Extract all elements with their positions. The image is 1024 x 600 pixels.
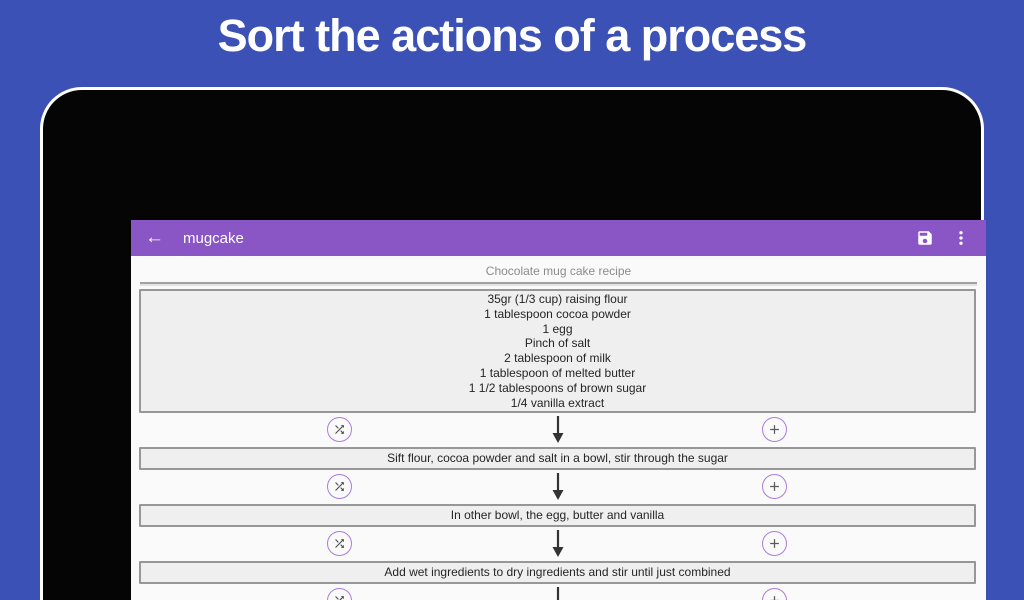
header-divider bbox=[140, 282, 977, 284]
save-button[interactable] bbox=[914, 227, 936, 249]
tablet-frame: ← mugcake Chocolate mug cake recipe bbox=[40, 87, 986, 600]
recipe-title: Chocolate mug cake recipe bbox=[485, 264, 632, 278]
step-line: Sift flour, cocoa powder and salt in a b… bbox=[387, 451, 728, 466]
floppy-disk-icon bbox=[918, 231, 932, 245]
overflow-menu-button[interactable] bbox=[950, 227, 972, 249]
arrow-down-icon bbox=[552, 473, 563, 501]
arrow-down-icon bbox=[551, 530, 565, 558]
toolbar-title: mugcake bbox=[183, 229, 244, 247]
step-line: 1 1/2 tablespoons of brown sugar bbox=[468, 380, 647, 395]
plus-icon bbox=[770, 482, 779, 492]
step-block[interactable]: In other bowl, the egg, butter and vanil… bbox=[139, 504, 976, 528]
step-line: 35gr (1/3 cup) raising flour bbox=[487, 292, 628, 306]
vertical-dots-icon bbox=[959, 231, 963, 245]
step-line: 1/4 vanilla extract bbox=[510, 395, 605, 410]
arrow-down-icon bbox=[552, 416, 563, 444]
connector-row bbox=[139, 413, 976, 447]
step-block[interactable]: Sift flour, cocoa powder and salt in a b… bbox=[139, 447, 976, 471]
add-step-button[interactable] bbox=[762, 474, 788, 500]
plus-icon bbox=[770, 539, 779, 549]
arrow-down-icon bbox=[556, 587, 559, 600]
add-step-button[interactable] bbox=[762, 531, 788, 557]
add-step-button[interactable] bbox=[762, 588, 788, 600]
step-line: 1 tablespoon of melted butter bbox=[479, 365, 636, 380]
connector-row bbox=[139, 584, 976, 600]
arrow-down-icon bbox=[552, 530, 563, 558]
step-line: 1 egg bbox=[542, 321, 573, 336]
swap-step-button[interactable] bbox=[326, 474, 352, 500]
arrow-down-icon bbox=[551, 416, 565, 444]
arrow-down-icon bbox=[551, 473, 565, 501]
shuffle-icon bbox=[335, 596, 344, 600]
arrow-down-icon bbox=[551, 587, 565, 600]
connector-row bbox=[139, 470, 976, 504]
step-line: In other bowl, the egg, butter and vanil… bbox=[450, 508, 665, 523]
flow-content: Chocolate mug cake recipe 35gr (1/3 cup)… bbox=[131, 256, 986, 600]
back-button[interactable]: ← bbox=[145, 227, 164, 248]
swap-step-button[interactable] bbox=[326, 417, 352, 443]
plus-icon bbox=[770, 425, 779, 435]
step-block[interactable]: Add wet ingredients to dry ingredients a… bbox=[139, 561, 976, 585]
step-line: Pinch of salt bbox=[524, 336, 591, 351]
connector-row bbox=[139, 527, 976, 561]
shuffle-icon bbox=[335, 482, 344, 492]
shuffle-icon bbox=[335, 425, 344, 435]
step-line: 2 tablespoon of milk bbox=[504, 351, 611, 366]
app-toolbar: ← mugcake bbox=[131, 220, 986, 256]
plus-icon bbox=[773, 596, 776, 600]
swap-step-button[interactable] bbox=[326, 531, 352, 557]
add-step-button[interactable] bbox=[762, 417, 788, 443]
shuffle-icon bbox=[335, 539, 344, 549]
banner-title: Sort the actions of a process bbox=[217, 10, 808, 61]
swap-step-button[interactable] bbox=[326, 588, 352, 600]
step-line: Add wet ingredients to dry ingredients a… bbox=[384, 565, 731, 580]
step-line: 1 tablespoon cocoa powder bbox=[484, 306, 631, 321]
app-screen: ← mugcake Chocolate mug cake recipe bbox=[131, 220, 986, 600]
